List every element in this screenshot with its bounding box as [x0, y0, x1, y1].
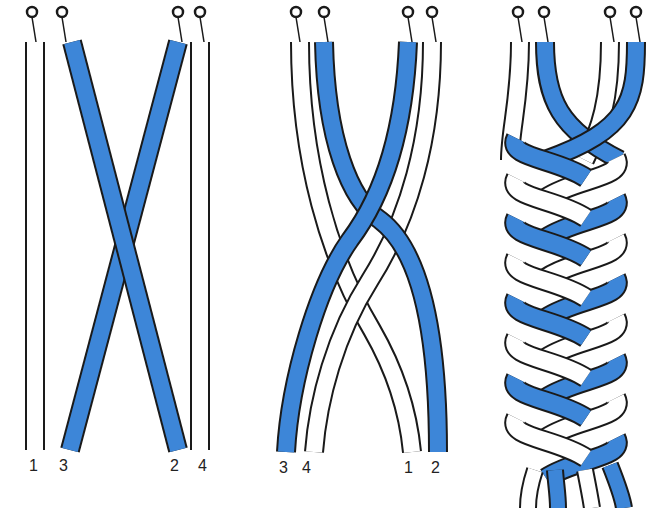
strand-outline: [555, 470, 558, 508]
pin-stem: [636, 17, 640, 42]
pin-head: [319, 7, 329, 17]
strand: [528, 470, 535, 508]
pin-stem: [432, 17, 436, 42]
pin-head: [173, 7, 183, 17]
strand-outline: [515, 338, 586, 378]
strand-outline: [528, 470, 535, 508]
strand-outline: [25, 42, 45, 450]
strand: [515, 338, 586, 378]
pin-head: [631, 7, 641, 17]
strand: [72, 42, 178, 450]
strand-outline: [72, 42, 178, 450]
strand: [515, 138, 586, 178]
pin-stem: [200, 17, 204, 42]
strand-outline: [545, 42, 636, 160]
strand-outline: [515, 418, 586, 458]
pin-head: [195, 7, 205, 17]
pin-stem: [544, 17, 548, 42]
strand: [27, 42, 43, 450]
pin-head: [513, 7, 523, 17]
strand: [610, 465, 624, 508]
pin-head: [27, 7, 37, 17]
strand: [515, 218, 586, 258]
strand-number: 4: [302, 460, 311, 476]
strand-number: 3: [279, 460, 288, 476]
pin-head: [605, 7, 615, 17]
strand: [545, 42, 636, 160]
pin-head: [57, 7, 67, 17]
strand: [192, 42, 208, 450]
pin-head: [291, 7, 301, 17]
pin-stem: [296, 17, 300, 42]
strand-number: 4: [198, 458, 207, 474]
strand-outline: [515, 258, 586, 298]
strand-outline: [515, 218, 586, 258]
strand: [515, 178, 586, 218]
pin-stem: [178, 17, 182, 42]
pin-stem: [610, 17, 614, 42]
strand-number: 3: [59, 458, 68, 474]
strand-number: 1: [404, 460, 413, 476]
strand-outline: [286, 42, 408, 452]
pin-stem: [62, 17, 66, 42]
strand-outline: [585, 470, 592, 508]
strand: [555, 470, 558, 508]
strand: [515, 298, 586, 338]
strand-number: 2: [431, 460, 440, 476]
strand-outline: [515, 298, 586, 338]
pin-stem: [324, 17, 328, 42]
strand-outline: [515, 138, 586, 178]
strand: [70, 42, 178, 450]
strand: [515, 258, 586, 298]
strand-number: 1: [29, 458, 38, 474]
pin-head: [539, 7, 549, 17]
pin-stem: [518, 17, 522, 42]
pin-stem: [408, 17, 412, 42]
pin-stem: [32, 17, 36, 42]
strand: [515, 378, 586, 418]
strand-number: 2: [170, 458, 179, 474]
pin-head: [403, 7, 413, 17]
strand-outline: [515, 178, 586, 218]
strand-outline: [70, 42, 178, 450]
pin-head: [427, 7, 437, 17]
strand-outline: [515, 378, 586, 418]
strand: [585, 470, 592, 508]
strand-outline: [610, 465, 624, 508]
strand-outline: [190, 42, 210, 450]
strand: [286, 42, 408, 452]
strand: [515, 418, 586, 458]
